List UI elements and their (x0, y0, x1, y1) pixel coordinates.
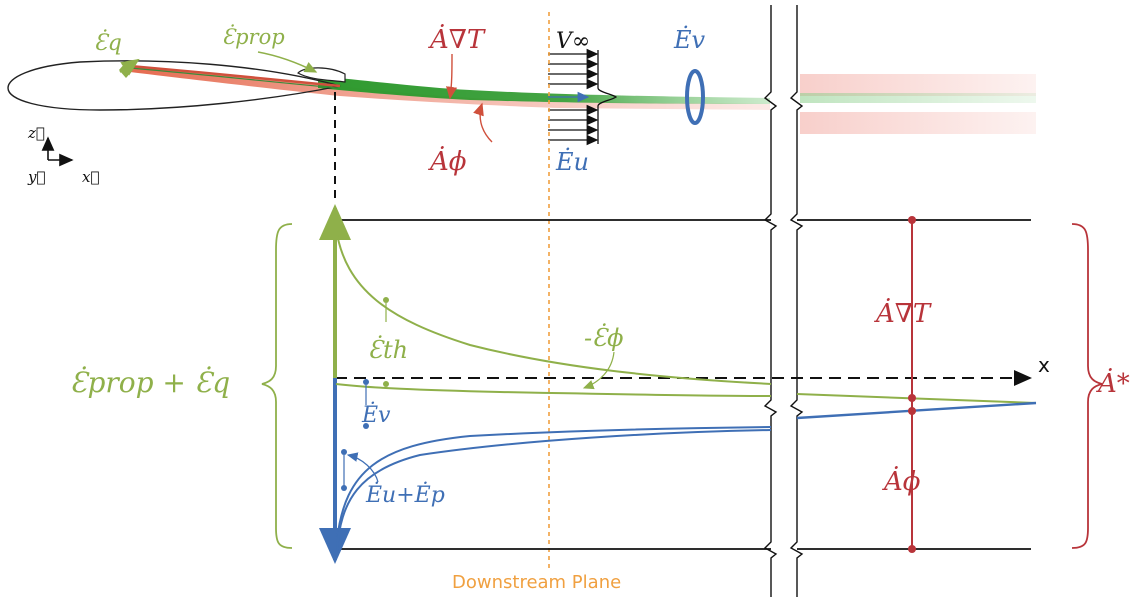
label-eps-q: Ɛ̇q (94, 30, 122, 56)
airfoil-outline (7, 60, 341, 111)
measure-dot (908, 216, 916, 224)
marker-dot (341, 485, 347, 491)
marker-dot (363, 423, 369, 429)
label-a-gradT-bottom: Ȧ∇T (874, 298, 932, 329)
eps-th-curve (335, 227, 772, 385)
measure-dot (908, 545, 916, 553)
measure-dot (908, 407, 916, 415)
label-a-phi-top: Ȧϕ (428, 146, 467, 177)
e-u-ep-pointer (346, 452, 379, 483)
label-neg-eps-phi: -Ɛ̇ϕ (584, 324, 623, 352)
right-red-brace (1071, 223, 1103, 549)
label-e-u-plus-e-p: Ėu+Ėp (365, 481, 445, 508)
label-e-v-top: Ėv (673, 25, 706, 54)
label-a-gradT-top: Ȧ∇T (428, 24, 486, 55)
a-phi-arrow (473, 102, 493, 143)
marker-dot (383, 381, 389, 387)
label-eps-prop: Ɛ̇prop (222, 25, 285, 49)
label-e-v-bottom: Ėv (361, 401, 391, 428)
measure-dot (908, 394, 916, 402)
e-v-curve (336, 426, 772, 541)
eps-th-curve-far (796, 393, 1037, 404)
axis-break-icon (763, 5, 804, 597)
blue-curve-far (796, 401, 1037, 420)
label-x-axis: x (1038, 353, 1050, 377)
label-eps-th: Ɛ̇th (368, 336, 408, 364)
left-green-brace (261, 223, 293, 549)
e-u-ep-curve (336, 429, 772, 553)
velocity-profile-curve (597, 50, 618, 144)
marker-dot (341, 449, 347, 455)
label-a-star: Ȧ* (1096, 368, 1130, 399)
label-axis-y: y⃗ (27, 168, 45, 186)
label-e-u-top: Ėu (555, 147, 589, 176)
far-wake-red-upper (800, 74, 1036, 96)
neg-eps-phi-curve (335, 383, 772, 397)
airfoil-upper-red (129, 64, 341, 88)
heat-source-arrow (119, 58, 140, 76)
velocity-profile-arrows (548, 48, 618, 146)
label-eps-sum: Ɛ̇prop + Ɛ̇q (70, 366, 230, 399)
marker-dot (383, 297, 389, 303)
propulsor-nacelle (297, 67, 346, 83)
neg-eps-phi-pointer (582, 351, 615, 390)
label-a-phi-bottom: Ȧϕ (882, 466, 921, 497)
label-v-inf: V∞ (556, 29, 590, 54)
airfoil-scene (7, 48, 1036, 146)
label-downstream-plane: Downstream Plane (452, 572, 621, 593)
wake-green-band (318, 76, 770, 104)
vortex-ring-icon (685, 69, 705, 125)
prop-energy-arrow (257, 51, 318, 73)
a-gradT-arrow (446, 53, 458, 100)
label-axis-z: z⃗ (27, 124, 45, 142)
far-wake-red-lower (800, 112, 1036, 134)
coordinate-axes-icon (41, 136, 74, 167)
far-wake-green (800, 93, 1036, 103)
airfoil-lower-green (129, 67, 339, 89)
wake-red-band (130, 65, 770, 110)
marker-dot (363, 379, 369, 385)
energy-plot (261, 204, 1103, 564)
label-axis-x-vec: x⃗ (82, 168, 99, 186)
